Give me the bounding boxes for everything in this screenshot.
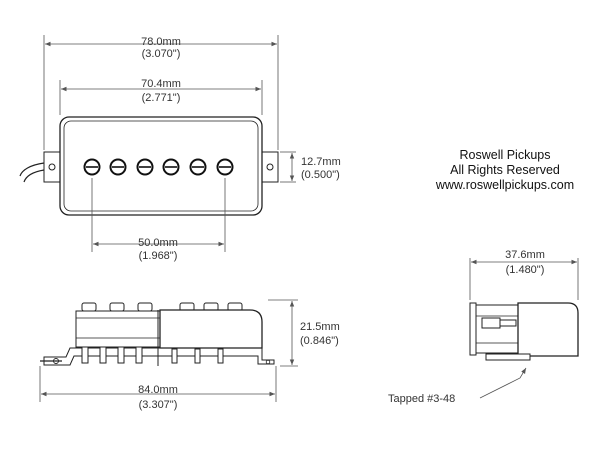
end-cover [517, 302, 579, 357]
end-bobbin [475, 304, 519, 354]
base-length-mm: 84.0mm [138, 384, 178, 396]
dimension-height-top: 12.7mm (0.500") [280, 151, 341, 183]
side-view: 21.5mm (0.846") 84.0mm (3.307") [39, 299, 340, 411]
dimension-end-width: 37.6mm (1.480") [469, 249, 579, 300]
pole-spacing-mm: 50.0mm [138, 237, 178, 249]
end-width-inch: (1.480") [506, 264, 545, 276]
overall-width-inch: (3.070") [142, 48, 181, 60]
pole-piece [189, 158, 207, 176]
pole-piece [162, 158, 180, 176]
side-baseplate [43, 347, 275, 366]
side-height-inch: (0.846") [300, 335, 339, 347]
side-height-mm: 21.5mm [300, 321, 340, 333]
end-bracket [469, 302, 477, 356]
side-cover [159, 309, 263, 349]
lead-wire [19, 162, 45, 183]
height-top-mm: 12.7mm [301, 156, 341, 168]
dimension-base-length: 84.0mm (3.307") [39, 366, 277, 411]
end-base-tab [485, 353, 531, 361]
cover-width-inch: (2.771") [142, 92, 181, 104]
right-mounting-hole [266, 163, 274, 171]
brand-block: Roswell Pickups All Rights Reserved www.… [420, 148, 590, 193]
dimension-pole-spacing: 50.0mm (1.968") [91, 178, 226, 262]
dimension-overall-width: 78.0mm (3.070") [43, 35, 279, 150]
base-length-inch: (3.307") [139, 399, 178, 411]
dimension-side-height: 21.5mm (0.846") [268, 299, 340, 367]
pole-piece [136, 158, 154, 176]
pole-pieces-top [83, 158, 234, 176]
height-top-inch: (0.500") [301, 169, 340, 181]
pole-piece [109, 158, 127, 176]
end-view: 37.6mm (1.480") Tapped #3-48 [388, 249, 579, 405]
end-width-mm: 37.6mm [505, 249, 545, 261]
tapped-leader [479, 367, 527, 399]
cover-width-mm: 70.4mm [141, 78, 181, 90]
pickup-cover-inner-edge [63, 120, 259, 212]
left-mounting-hole [48, 163, 56, 171]
side-screws [81, 302, 243, 312]
pickup-cover-top [59, 116, 263, 216]
overall-width-mm: 78.0mm [141, 36, 181, 48]
pole-piece [216, 158, 234, 176]
tapped-note: Tapped #3-48 [388, 393, 455, 405]
pole-piece [83, 158, 101, 176]
pole-spacing-inch: (1.968") [139, 250, 178, 262]
dimension-cover-width: 70.4mm (2.771") [59, 78, 263, 115]
top-view: 78.0mm (3.070") 70.4mm (2.771") 12.7mm (… [19, 35, 341, 262]
side-bobbin [75, 310, 167, 348]
brand-name: Roswell Pickups [459, 148, 551, 162]
brand-rights: All Rights Reserved [450, 163, 560, 177]
brand-website: www.roswellpickups.com [435, 178, 575, 192]
